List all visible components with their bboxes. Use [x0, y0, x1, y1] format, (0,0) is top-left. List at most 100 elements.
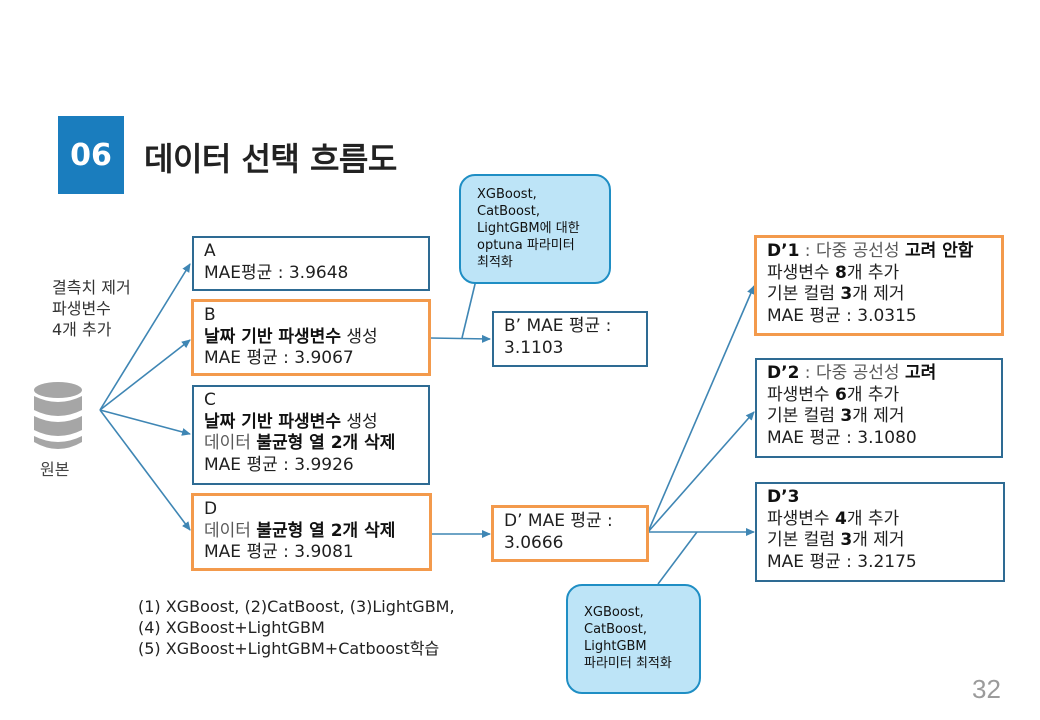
model-legend-line-3: (5) XGBoost+LightGBM+Catboost학습	[138, 639, 440, 658]
box-a-name: A	[204, 241, 216, 261]
box-d-prime-line-1: D’ MAE 평균 :	[504, 511, 613, 531]
preprocessing-line-1: 결측치 제거	[52, 278, 131, 297]
section-number-badge: 06	[58, 116, 124, 194]
box-d2-feat-num: 6	[834, 384, 847, 405]
preprocessing-line-3: 4개 추가	[52, 320, 112, 339]
box-d-prime-line-2: 3.0666	[504, 532, 564, 553]
box-d2-name: D’2	[767, 363, 800, 383]
box-d1-features: 파생변수 8개 추가	[767, 263, 991, 285]
section-number: 06	[70, 137, 112, 173]
arrow-source-to-b	[99, 339, 191, 411]
box-b-name: B	[204, 305, 216, 325]
box-c-drop: 데이터 불균형 열 2개 삭제	[204, 433, 418, 455]
box-b-mae: MAE 평균 : 3.9067	[204, 348, 354, 368]
box-c-name: C	[204, 390, 216, 410]
box-d3-base-rest: 개 제거	[852, 530, 905, 550]
box-c-drop-lead: 데이터	[204, 433, 257, 453]
model-legend: (1) XGBoost, (2)CatBoost, (3)LightGBM, (…	[138, 596, 455, 659]
box-d1-feat-num: 8	[834, 262, 847, 283]
box-d-prime: D’ MAE 평균 : 3.0666	[491, 505, 649, 562]
callout-top-line-2: CatBoost,	[477, 204, 540, 219]
box-d3-feat-rest: 개 추가	[846, 508, 900, 529]
box-c-feature-bold: 날짜 기반 파생변수	[204, 411, 341, 432]
arrow-source-to-c	[99, 409, 191, 436]
arrow-d-prime-to-d2	[647, 411, 755, 533]
database-icon	[34, 382, 82, 449]
box-d2-base: 기본 컬럼 3개 제거	[767, 406, 991, 428]
callout-top-line-5: 최적화	[477, 255, 513, 270]
callout-top-line-3: LightGBM에 대한	[477, 221, 580, 236]
box-d3-feat-lead: 파생변수	[767, 508, 835, 529]
box-a-mae: MAE평균 : 3.9648	[204, 262, 349, 283]
box-d3-features: 파생변수 4개 추가	[767, 509, 993, 531]
box-c-feature: 날짜 기반 파생변수 생성	[204, 412, 418, 434]
box-b-feature-rest: 생성	[340, 326, 378, 347]
box-d2-base-num: 3	[840, 406, 853, 426]
page-title: 데이터 선택 흐름도	[144, 140, 397, 178]
box-b-feature-bold: 날짜 기반 파생변수	[204, 326, 341, 347]
page-number: 32	[972, 674, 1001, 704]
box-a: A MAE평균 : 3.9648	[192, 236, 430, 291]
model-legend-line-2: (4) XGBoost+LightGBM	[138, 618, 325, 637]
box-d1-cond-bold: 고려 안함	[904, 241, 974, 261]
callout-top-pointer	[461, 279, 477, 339]
arrow-source-to-d	[99, 409, 191, 531]
box-d2-cond-bold: 고려	[904, 363, 937, 383]
box-b-prime: B’ MAE 평균 : 3.1103	[492, 311, 648, 367]
model-legend-line-1: (1) XGBoost, (2)CatBoost, (3)LightGBM,	[138, 597, 455, 616]
arrow-d-prime-to-d1	[647, 285, 755, 533]
box-d-name: D	[204, 499, 218, 519]
preprocessing-label: 결측치 제거 파생변수 4개 추가	[52, 277, 131, 340]
box-d3-feat-num: 4	[834, 508, 847, 529]
box-c-feature-rest: 생성	[340, 411, 378, 432]
box-d2-base-rest: 개 제거	[852, 406, 905, 426]
box-d-mae: MAE 평균 : 3.9081	[204, 542, 354, 562]
callout-bottom-line-4: 파라미터 최적화	[584, 656, 672, 671]
box-d3: D’3 파생변수 4개 추가 기본 컬럼 3개 제거 MAE 평균 : 3.21…	[755, 482, 1005, 582]
box-b-prime-line-1: B’ MAE 평균 :	[504, 316, 612, 336]
box-d2-mae: MAE 평균 : 3.1080	[767, 427, 917, 448]
box-d2-feat-rest: 개 추가	[846, 384, 900, 405]
box-d3-base-lead: 기본 컬럼	[767, 530, 841, 550]
box-d3-base-num: 3	[840, 530, 853, 550]
box-d2-base-lead: 기본 컬럼	[767, 406, 841, 426]
preprocessing-line-2: 파생변수	[52, 299, 111, 318]
callout-bottom-line-2: CatBoost,	[584, 622, 647, 637]
callout-top-line-1: XGBoost,	[477, 187, 537, 202]
box-d: D 데이터 불균형 열 2개 삭제 MAE 평균 : 3.9081	[191, 493, 432, 571]
box-d1-base-lead: 기본 컬럼	[767, 284, 841, 304]
arrow-b-to-b-prime	[429, 334, 491, 343]
box-c: C 날짜 기반 파생변수 생성 데이터 불균형 열 2개 삭제 MAE 평균 :…	[192, 385, 430, 485]
box-d3-base: 기본 컬럼 3개 제거	[767, 530, 993, 552]
box-d2-condition: D’2 : 다중 공선성 고려	[767, 363, 991, 385]
box-d3-name: D’3	[767, 487, 800, 507]
box-d-drop-lead: 데이터	[204, 520, 257, 541]
box-c-mae: MAE 평균 : 3.9926	[204, 454, 354, 475]
box-d1-condition: D’1 : 다중 공선성 고려 안함	[767, 241, 991, 263]
box-b-prime-line-2: 3.1103	[504, 337, 564, 358]
callout-bottom-optimization: XGBoost, CatBoost, LightGBM 파라미터 최적화	[566, 584, 701, 694]
box-d1-mae: MAE 평균 : 3.0315	[767, 305, 917, 326]
box-d1-base-rest: 개 제거	[852, 284, 905, 304]
callout-top-line-4: optuna 파라미터	[477, 238, 575, 253]
box-d1-feat-lead: 파생변수	[767, 262, 835, 283]
box-d1-cond-lead: : 다중 공선성	[799, 241, 905, 261]
callout-bottom-pointer	[657, 531, 698, 585]
source-caption: 원본	[40, 460, 70, 479]
box-d3-mae: MAE 평균 : 3.2175	[767, 551, 917, 572]
box-d2-cond-lead: : 다중 공선성	[799, 363, 905, 383]
box-d1-feat-rest: 개 추가	[846, 262, 900, 283]
box-d2-feat-lead: 파생변수	[767, 384, 835, 405]
box-c-drop-bold: 불균형 열 2개 삭제	[256, 433, 396, 453]
box-b: B 날짜 기반 파생변수 생성 MAE 평균 : 3.9067	[191, 299, 431, 376]
callout-bottom-line-3: LightGBM	[584, 639, 647, 654]
box-d-drop: 데이터 불균형 열 2개 삭제	[204, 521, 419, 543]
box-d1-base: 기본 컬럼 3개 제거	[767, 284, 991, 306]
callout-top-optimization: XGBoost, CatBoost, LightGBM에 대한 optuna 파…	[459, 174, 611, 284]
box-d-drop-bold: 불균형 열 2개 삭제	[256, 520, 396, 541]
box-d2: D’2 : 다중 공선성 고려 파생변수 6개 추가 기본 컬럼 3개 제거 M…	[755, 358, 1003, 458]
box-d1-name: D’1	[767, 241, 800, 261]
box-d1-base-num: 3	[840, 284, 853, 304]
callout-bottom-line-1: XGBoost,	[584, 605, 644, 620]
box-d2-features: 파생변수 6개 추가	[767, 385, 991, 407]
